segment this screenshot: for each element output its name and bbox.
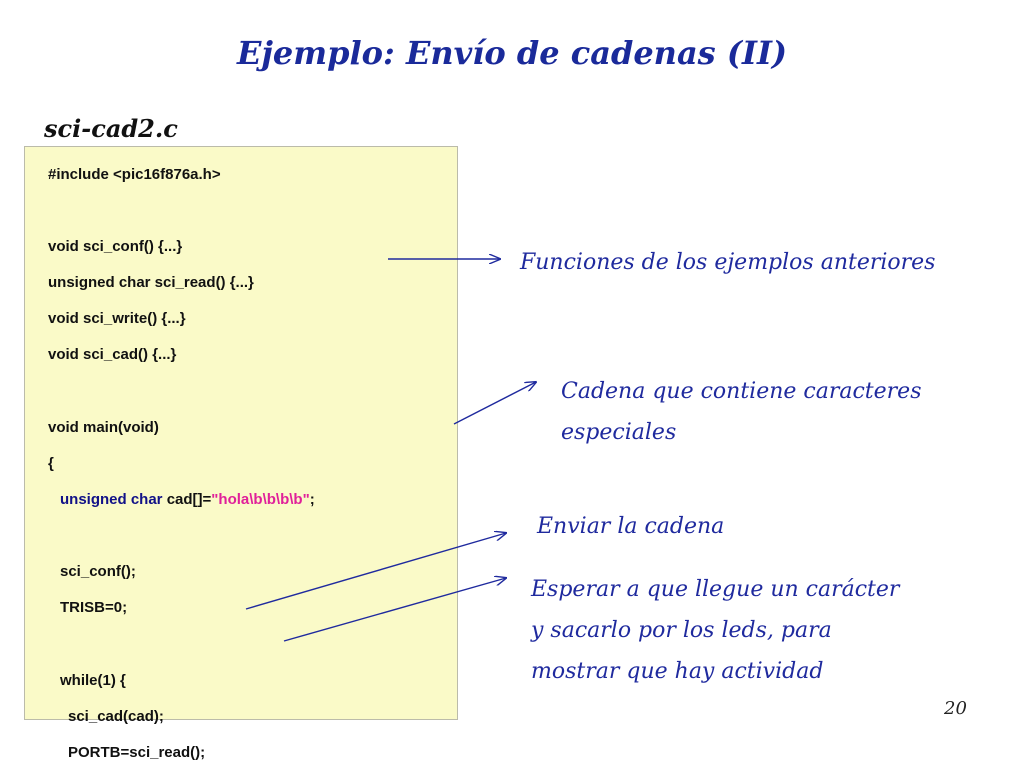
code-sci-write-decl: void sci_write() {...} (48, 310, 186, 327)
code-while: while(1) { (60, 672, 126, 689)
code-semicolon: ; (309, 491, 315, 508)
code-sci-conf-call: sci_conf(); (60, 563, 136, 580)
code-open-brace: { (48, 455, 54, 472)
arrow-right-icon (453, 382, 536, 425)
file-name: sci-cad2.c (44, 114, 178, 143)
code-main-decl: void main(void) (48, 419, 159, 436)
code-sci-read-decl: unsigned char sci_read() {...} (48, 274, 254, 291)
page-number: 20 (944, 698, 967, 719)
annotation-special-chars-line2: especiales (561, 420, 677, 445)
code-cad-var: cad[]= (166, 491, 212, 508)
code-include: #include <pic16f876a.h> (48, 166, 221, 183)
arrow-right-icon (283, 578, 506, 642)
code-trisb: TRISB=0; (60, 599, 128, 616)
code-sci-cad-decl: void sci_cad() {...} (48, 346, 177, 363)
annotation-previous-functions: Funciones de los ejemplos anteriores (520, 250, 936, 275)
slide-title: Ejemplo: Envío de cadenas (II) (236, 34, 788, 72)
code-portb: PORTB=sci_read(); (68, 744, 206, 761)
code-type-keyword: unsigned char (60, 491, 167, 508)
code-sci-cad-call: sci_cad(cad); (68, 708, 164, 725)
annotation-send-string: Enviar la cadena (537, 514, 725, 539)
annotation-wait-char-line2: y sacarlo por los leds, para (531, 618, 832, 643)
code-panel (24, 146, 458, 720)
code-string-literal: "hola\b\b\b\b" (211, 491, 310, 508)
annotation-special-chars-line1: Cadena que contiene caracteres (561, 379, 922, 404)
arrow-right-icon (245, 533, 506, 610)
annotation-wait-char-line1: Esperar a que llegue un carácter (531, 577, 900, 602)
code-cad-declaration: unsigned char cad[]="hola\b\b\b\b"; (60, 491, 315, 508)
annotation-wait-char-line3: mostrar que hay actividad (531, 659, 824, 684)
code-sci-conf-decl: void sci_conf() {...} (48, 238, 183, 255)
